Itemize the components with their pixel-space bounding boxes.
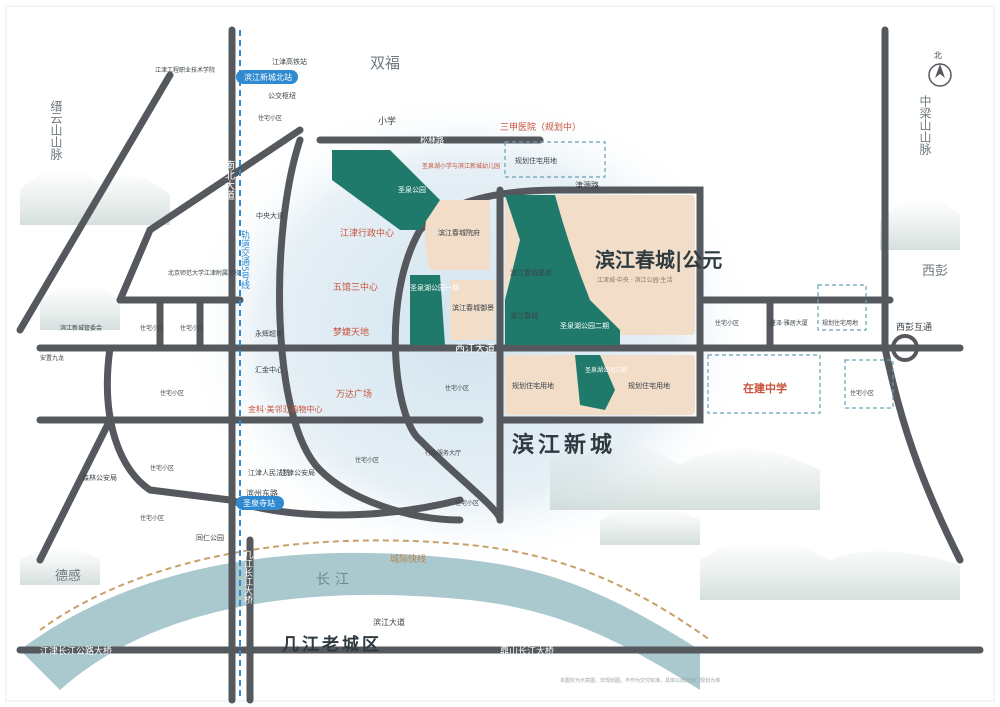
poi-binjiang-gov: 滨江新城管委会 [60,324,102,332]
road-dingshan-bridge: 鼎山长江大桥 [500,645,554,657]
region-zhongliang: 中梁山山脉 [918,94,932,155]
svg-text:住宅小区: 住宅小区 [850,389,874,397]
region-jinyun: 缙云山山脉 [49,100,63,160]
poi-mengjing[interactable]: 梦婕天地 [333,326,369,338]
road-nanbei: 南北大道 [223,159,235,200]
planned-boxes [504,141,894,414]
poi-zhongyang: 中央大道 [256,211,284,220]
parks [332,150,620,410]
svg-text:住宅小区: 住宅小区 [355,456,379,464]
svg-text:住宅小区: 住宅小区 [258,114,282,122]
road-jiangjin-bridge: 江津长江公路大桥 [40,645,112,657]
road-chengyu: 成渝环线高速 [870,150,882,210]
disclaimer: 本图仅为示意图，非规划图，不作为交付标准，具体以政府部门规划为准 [560,677,720,684]
road-xijiang: 西江大道 [455,342,495,355]
plot-planned-1: 规划住宅用地 [512,381,554,390]
svg-text:滨江新城北站: 滨江新城北站 [244,72,292,82]
park-2: 圣泉湖公园二期 [560,321,609,330]
mountain-mist [20,168,960,600]
poi-zhiye: 江津工程职业技术学院 [155,66,215,74]
poi-xiaoxue: 小学 [378,115,396,127]
svg-text:住宅小区: 住宅小区 [715,319,739,327]
plot-planned-east: 规划住宅用地 [822,319,858,327]
region-degan: 德感 [55,568,81,584]
poi-court: 江津人民法院 [248,468,290,477]
svg-text:圣泉寺站: 圣泉寺站 [243,498,275,508]
poi-hospital[interactable]: 三甲医院（规划中） [500,121,581,133]
svg-text:住宅小区: 住宅小区 [180,324,204,332]
plot-chunchen: 滨江春城 [510,311,538,320]
project-title: 滨江春城|公元 [595,248,722,272]
svg-text:住宅小区: 住宅小区 [150,464,174,472]
station-binjiang-north[interactable]: 滨江新城北站 [236,70,298,84]
poi-bank: 盛泽·雅居大厦 [770,319,808,327]
svg-text:住宅小区: 住宅小区 [445,384,469,392]
project-subtitle: 江津城·中央 · 滨江公园·生活 [597,276,673,284]
station-hsr-label: 江津高铁站 [272,57,307,66]
compass-icon [928,63,952,87]
road-network [16,26,984,704]
poi-forest-police: 森林公安局 [82,473,117,482]
road-rail5: 轨道交通5号线 [239,229,250,290]
region-jijiang: 几江老城区 [282,634,382,655]
poi-service-hall: 行政服务大厅 [425,449,461,457]
plot-planned-2: 规划住宅用地 [628,381,670,390]
svg-text:住宅小区: 住宅小区 [455,499,479,507]
poi-wudang[interactable]: 五馆三中心 [333,281,378,293]
road-binzhou: 滨州东路 [246,488,278,498]
road-xipeng-interchange: 西彭互通 [896,321,932,333]
plot-chunchen-daqi: 滨江春城嘉岸 [510,268,552,277]
poi-beishi: 北京师范大学江津附属学校 [168,269,240,277]
region-changjiang: 长江 [316,572,354,588]
river-changjiang [20,552,700,690]
svg-text:住宅小区: 住宅小区 [140,514,164,522]
road-jijiang-bridge: 几江长江大桥 [242,550,253,605]
poi-school-kinder: 圣泉湖小学与滨江新城幼儿园 [422,162,500,170]
region-shuangfu: 双福 [370,54,400,72]
poi-gongjiao: 公交枢纽 [268,91,296,100]
poi-supermarket: 永辉超市 [255,329,283,338]
plot-chunchen-yujing: 滨江春城御景 [452,303,494,312]
residential-labels: 住宅小区 住宅小区 住宅小区 住宅小区 住宅小区 住宅小区 住宅小区 住宅小区 … [140,114,874,522]
road-binjiang: 滨江大道 [373,617,405,627]
region-binjiang: 滨江新城 [512,432,616,458]
svg-text:住宅小区: 住宅小区 [140,324,164,332]
poi-anzhi: 安置九龙 [40,354,64,362]
poi-huijin: 汇金中心 [255,365,283,374]
poi-police: 江津公安局 [280,468,315,477]
park-3: 圣泉湖公园三期 [585,366,627,374]
xipeng-interchange [891,334,919,362]
park-1: 圣泉湖公园一期 [410,283,459,292]
park-shengquan: 圣泉公园 [398,185,426,194]
poi-tongren: 同仁公园 [196,533,224,542]
poi-wanda[interactable]: 万达广场 [336,388,372,400]
poi-jinke[interactable]: 金科·美邻汇购物中心 [248,404,323,414]
road-jinyuan: 津源路 [575,180,599,190]
region-xipeng: 西彭 [922,264,948,279]
svg-text:住宅小区: 住宅小区 [160,389,184,397]
road-chengji: 城际快线 [390,553,426,565]
compass-label: 北 [934,51,942,60]
road-songlin: 松林路 [420,135,444,145]
poi-school[interactable]: 在建中学 [743,381,787,395]
station-shengquan[interactable]: 圣泉寺站 [236,496,284,510]
poi-admin[interactable]: 江津行政中心 [340,227,394,239]
plot-chunchen-zhuanfang: 滨江春城院府 [438,228,480,237]
plot-planned-3: 规划住宅用地 [515,156,557,165]
